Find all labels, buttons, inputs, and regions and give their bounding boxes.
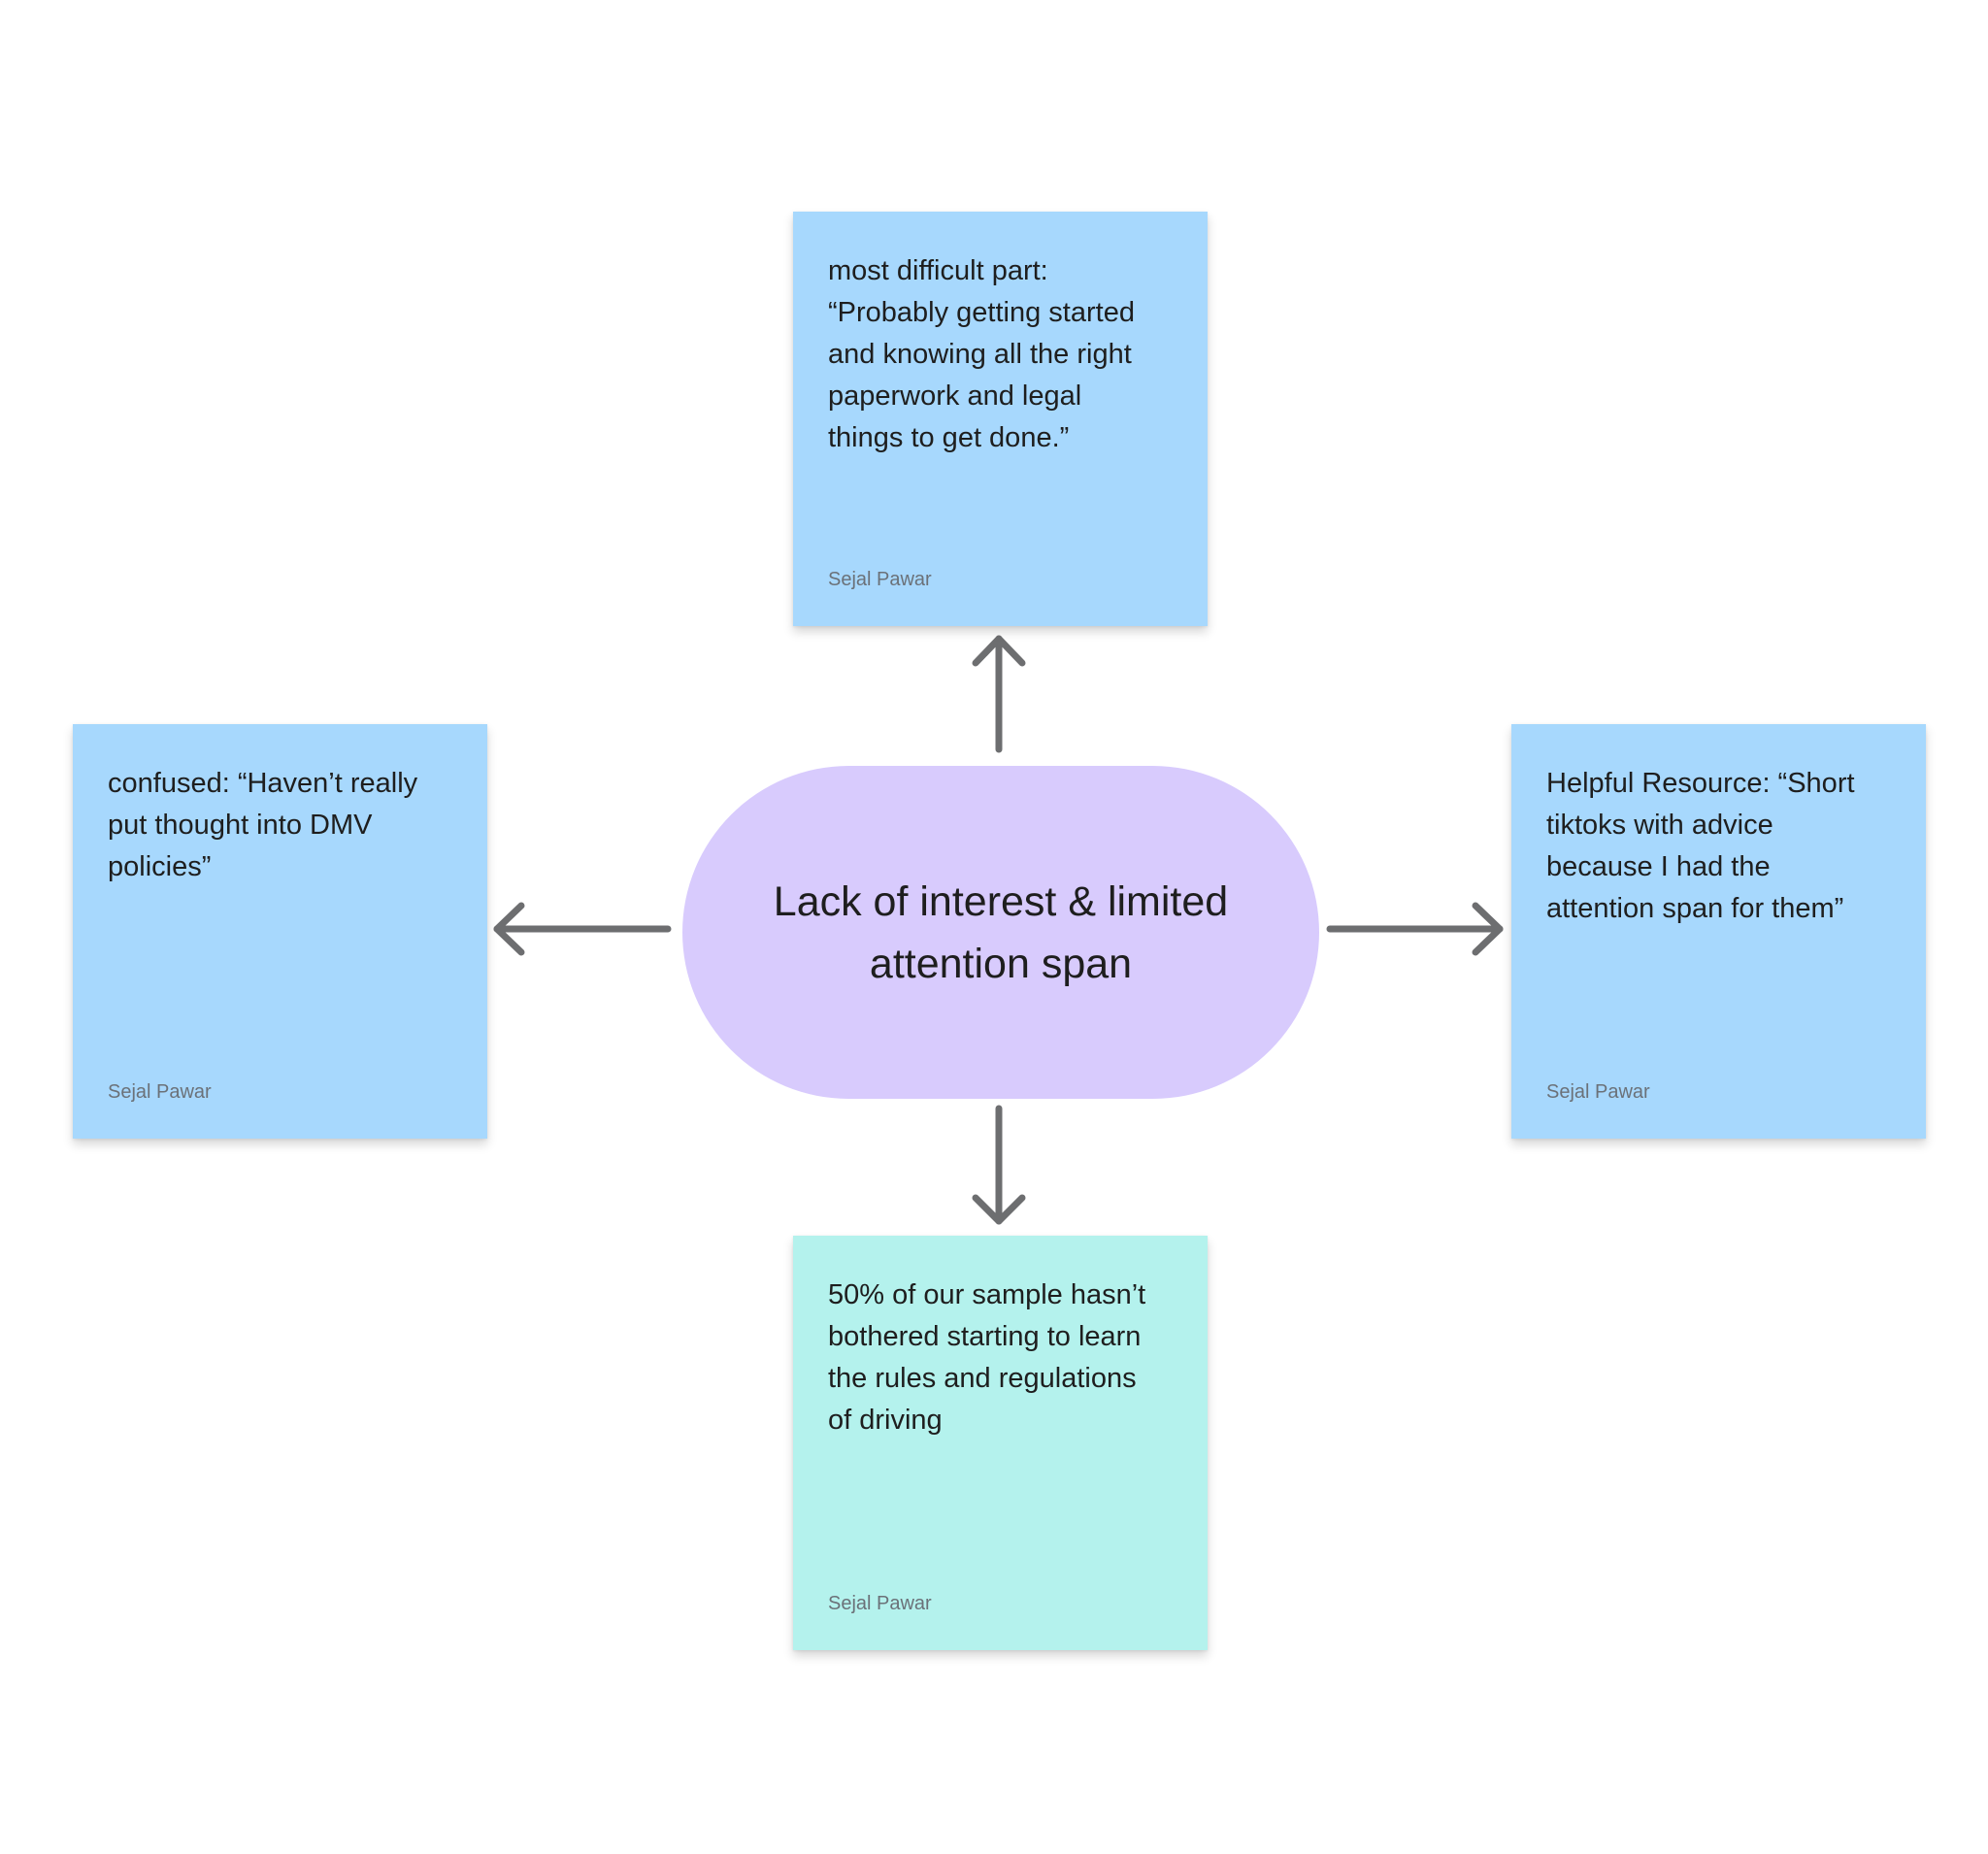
sticky-note-author: Sejal Pawar bbox=[108, 1081, 212, 1103]
sticky-note-text: 50% of our sample hasn’t bothered starti… bbox=[828, 1279, 1146, 1436]
sticky-note-top[interactable]: most difficult part: “Probably getting s… bbox=[793, 212, 1208, 626]
sticky-note-text: confused: “Haven’t really put thought in… bbox=[108, 768, 418, 882]
arrow-down-connector[interactable] bbox=[972, 1105, 1026, 1225]
sticky-note-right[interactable]: Helpful Resource: “Short tiktoks with ad… bbox=[1511, 724, 1926, 1139]
sticky-note-text: most difficult part: “Probably getting s… bbox=[828, 255, 1135, 453]
sticky-note-author: Sejal Pawar bbox=[1546, 1081, 1650, 1103]
arrow-up-connector[interactable] bbox=[972, 635, 1026, 753]
sticky-note-text: Helpful Resource: “Short tiktoks with ad… bbox=[1546, 768, 1855, 924]
sticky-note-author: Sejal Pawar bbox=[828, 569, 932, 590]
sticky-note-author: Sejal Pawar bbox=[828, 1593, 932, 1614]
center-topic-pill[interactable]: Lack of interest & limited attention spa… bbox=[682, 766, 1319, 1099]
center-topic-text: Lack of interest & limited attention spa… bbox=[773, 877, 1229, 987]
arrow-left-connector[interactable] bbox=[493, 902, 672, 956]
sticky-note-left[interactable]: confused: “Haven’t really put thought in… bbox=[73, 724, 487, 1139]
sticky-note-bottom[interactable]: 50% of our sample hasn’t bothered starti… bbox=[793, 1236, 1208, 1650]
arrow-right-connector[interactable] bbox=[1326, 902, 1504, 956]
